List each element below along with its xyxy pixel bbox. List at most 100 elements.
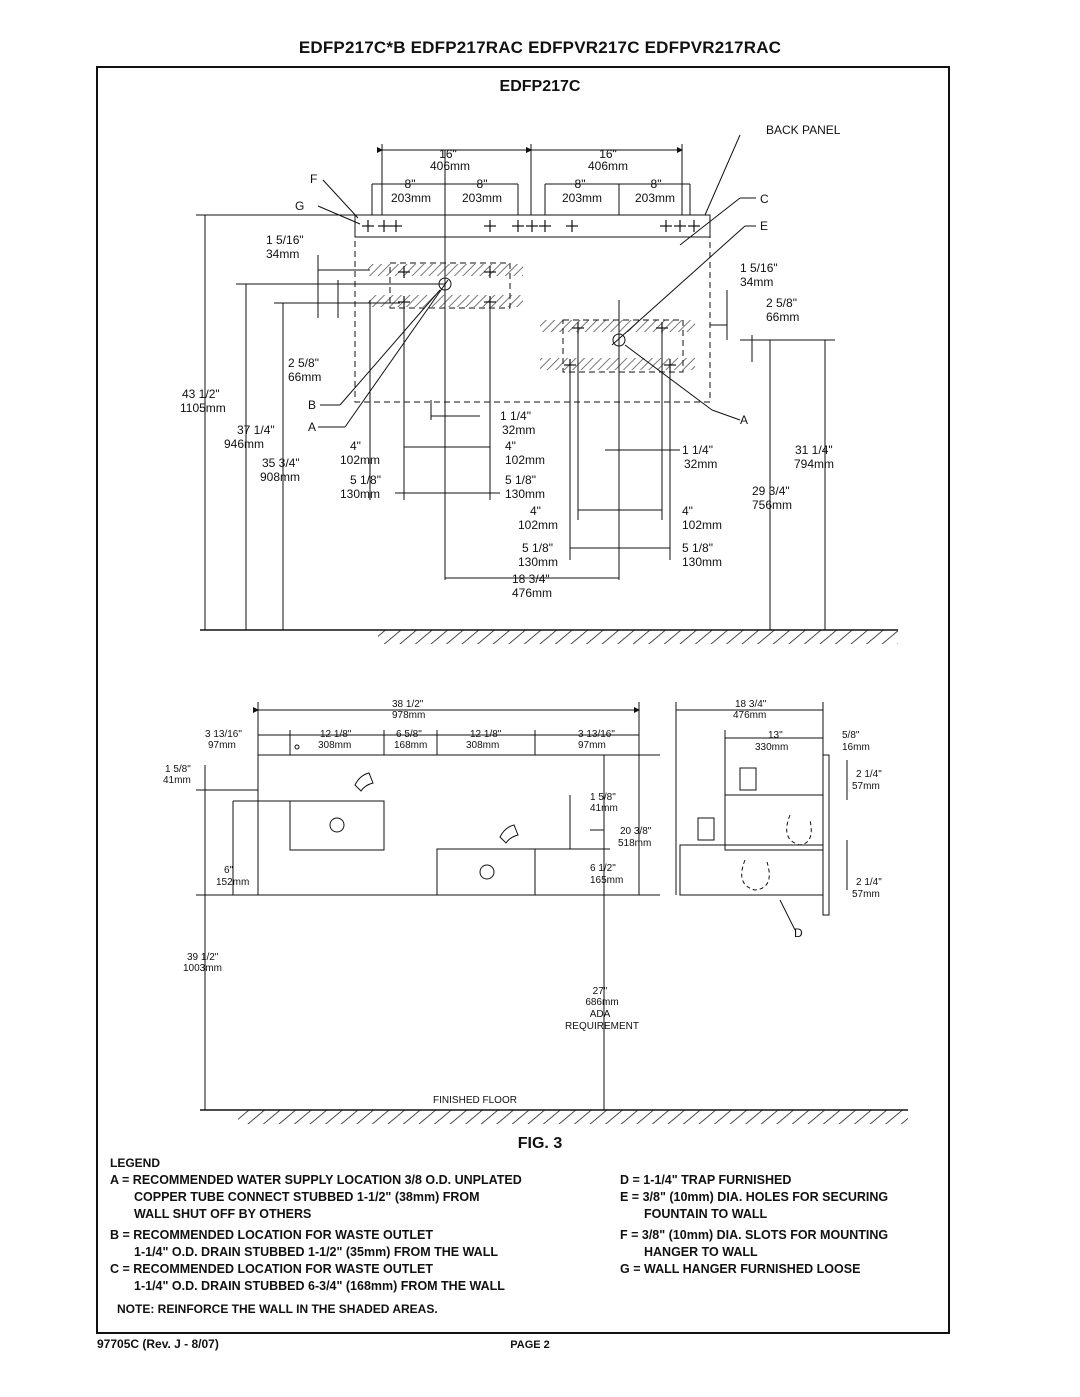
dim-1-5-8-right-mm: 41mm xyxy=(590,803,618,814)
dim-2-5-8-left-mm: 66mm xyxy=(288,370,321,384)
dim-35-3-4: 35 3/4" xyxy=(262,456,300,470)
letter-d: D xyxy=(794,926,803,940)
lower-bubbler-side xyxy=(697,817,715,841)
dim-27: 27" xyxy=(593,986,608,997)
dim-8-1-mm: 203mm xyxy=(391,191,431,205)
back-panel-label: BACK PANEL xyxy=(766,123,841,137)
figure-label: FIG. 3 xyxy=(517,1135,563,1152)
floor-hatch-bottom xyxy=(238,1110,908,1124)
dim-8-2-mm: 203mm xyxy=(462,191,502,205)
dim-2-1-4-a: 2 1/4" xyxy=(856,769,882,780)
dim-4-d-mm: 102mm xyxy=(682,518,722,532)
dim-1-1-4-a: 1 1/4" xyxy=(500,409,531,423)
dim-18-3-4-top: 18 3/4" xyxy=(512,572,550,586)
letter-a-right: A xyxy=(740,413,748,427)
upper-drain xyxy=(329,817,345,833)
plan-view-labels: BACK PANEL 16" 406mm 16" 406mm 8" 203mm … xyxy=(180,123,841,600)
dim-38-1-2-mm: 978mm xyxy=(392,710,425,721)
legend-f-line1: F = 3/8" (10mm) DIA. SLOTS FOR MOUNTING xyxy=(620,1228,889,1242)
upper-bubbler-side xyxy=(739,767,757,791)
model-list: EDFP217C*B EDFP217RAC EDFPVR217C EDFPVR2… xyxy=(298,38,782,57)
dim-37-1-4-mm: 946mm xyxy=(224,437,264,451)
dim-8-4: 8" xyxy=(651,177,662,191)
dim-6: 6" xyxy=(224,865,234,876)
dim-1-5-16-left-mm: 34mm xyxy=(266,247,299,261)
legend-d: D = 1-1/4" TRAP FURNISHED xyxy=(620,1173,792,1187)
legend-title: LEGEND xyxy=(110,1156,161,1170)
dim-5-8: 5/8" xyxy=(842,730,860,741)
dim-43-1-2-mm: 1105mm xyxy=(180,401,226,415)
dim-8-4-mm: 203mm xyxy=(635,191,675,205)
dim-1-5-8-left: 1 5/8" xyxy=(165,764,191,775)
legend-c-line1: C = RECOMMENDED LOCATION FOR WASTE OUTLE… xyxy=(110,1262,434,1276)
legend-a-line2: COPPER TUBE CONNECT STUBBED 1-1/2" (38mm… xyxy=(134,1190,480,1204)
lower-unit-side xyxy=(679,844,824,896)
dim-29-3-4-mm: 756mm xyxy=(752,498,792,512)
letter-b: B xyxy=(308,398,316,412)
dim-18-3-4-side-mm: 476mm xyxy=(733,710,766,721)
reinforce-area-3 xyxy=(540,320,695,332)
dim-16-left-mm: 406mm xyxy=(430,159,470,173)
dim-5-1-8-c-mm: 130mm xyxy=(518,555,558,569)
letter-c: C xyxy=(760,192,769,206)
dim-37-1-4: 37 1/4" xyxy=(237,423,275,437)
wall-plan-view xyxy=(196,134,835,630)
dim-1-1-4-b-mm: 32mm xyxy=(684,457,717,471)
legend-left-column: A = RECOMMENDED WATER SUPPLY LOCATION 3/… xyxy=(110,1172,590,1299)
dim-2-5-8-left: 2 5/8" xyxy=(288,356,319,370)
dim-6-1-2: 6 1/2" xyxy=(590,863,616,874)
dim-38-1-2: 38 1/2" xyxy=(392,699,424,710)
legend-g: G = WALL HANGER FURNISHED LOOSE xyxy=(620,1262,861,1276)
trap-upper xyxy=(786,814,812,846)
lower-drain xyxy=(479,864,495,880)
dim-8-3: 8" xyxy=(575,177,586,191)
dim-5-8-mm: 16mm xyxy=(842,742,870,753)
dim-2-5-8-right: 2 5/8" xyxy=(766,296,797,310)
dim-6-5-8-mm: 168mm xyxy=(394,740,427,751)
dim-4-b: 4" xyxy=(505,439,516,453)
dim-3-13-16-right-mm: 97mm xyxy=(578,740,606,751)
dim-1-1-4-a-mm: 32mm xyxy=(502,423,535,437)
dim-8-2: 8" xyxy=(477,177,488,191)
dim-3-13-16-left: 3 13/16" xyxy=(205,729,242,740)
dim-12-1-8-right: 12 1/8" xyxy=(470,729,502,740)
legend-e-line1: E = 3/8" (10mm) DIA. HOLES FOR SECURING xyxy=(620,1190,889,1204)
dim-2-5-8-right-mm: 66mm xyxy=(766,310,799,324)
dim-1-5-16-left: 1 5/16" xyxy=(266,233,304,247)
dim-5-1-8-b-mm: 130mm xyxy=(505,487,545,501)
legend-c-line2: 1-1/4" O.D. DRAIN STUBBED 6-3/4" (168mm)… xyxy=(134,1279,505,1293)
letter-e: E xyxy=(760,219,768,233)
dim-8-1: 8" xyxy=(405,177,416,191)
push-button-icon xyxy=(294,744,300,750)
dim-2-1-4-a-mm: 57mm xyxy=(852,781,880,792)
dim-29-3-4: 29 3/4" xyxy=(752,484,790,498)
reinforce-note: NOTE: REINFORCE THE WALL IN THE SHADED A… xyxy=(117,1302,438,1316)
dim-16-right-mm: 406mm xyxy=(588,159,628,173)
dim-12-1-8-left-mm: 308mm xyxy=(318,740,351,751)
letter-f: F xyxy=(310,172,317,186)
wall-section xyxy=(822,754,830,916)
legend-a-line1: A = RECOMMENDED WATER SUPPLY LOCATION 3/… xyxy=(110,1173,522,1187)
dim-18-3-4-side: 18 3/4" xyxy=(735,699,767,710)
dim-5-1-8-a-mm: 130mm xyxy=(340,487,380,501)
legend-b-line1: B = RECOMMENDED LOCATION FOR WASTE OUTLE… xyxy=(110,1228,434,1242)
letter-g: G xyxy=(295,199,304,213)
dim-12-1-8-right-mm: 308mm xyxy=(466,740,499,751)
dim-1-5-8-left-mm: 41mm xyxy=(163,775,191,786)
dim-4-d: 4" xyxy=(682,504,693,518)
dim-4-a-mm: 102mm xyxy=(340,453,380,467)
letter-a-left: A xyxy=(308,420,316,434)
dim-6-mm: 152mm xyxy=(216,877,249,888)
dim-5-1-8-c: 5 1/8" xyxy=(522,541,553,555)
ada-label: ADA xyxy=(590,1009,611,1020)
upper-unit-bracket xyxy=(389,262,511,309)
legend: LEGEND A = RECOMMENDED WATER SUPPLY LOCA… xyxy=(110,1155,930,1293)
dim-5-1-8-a: 5 1/8" xyxy=(350,473,381,487)
dim-6-5-8: 6 5/8" xyxy=(396,729,422,740)
dim-12-1-8-left: 12 1/8" xyxy=(320,729,352,740)
side-elevation xyxy=(675,702,848,931)
dim-4-c-mm: 102mm xyxy=(518,518,558,532)
lower-unit-bracket xyxy=(562,319,684,373)
dim-18-3-4-top-mm: 476mm xyxy=(512,586,552,600)
dim-16-left: 16" xyxy=(439,147,457,161)
